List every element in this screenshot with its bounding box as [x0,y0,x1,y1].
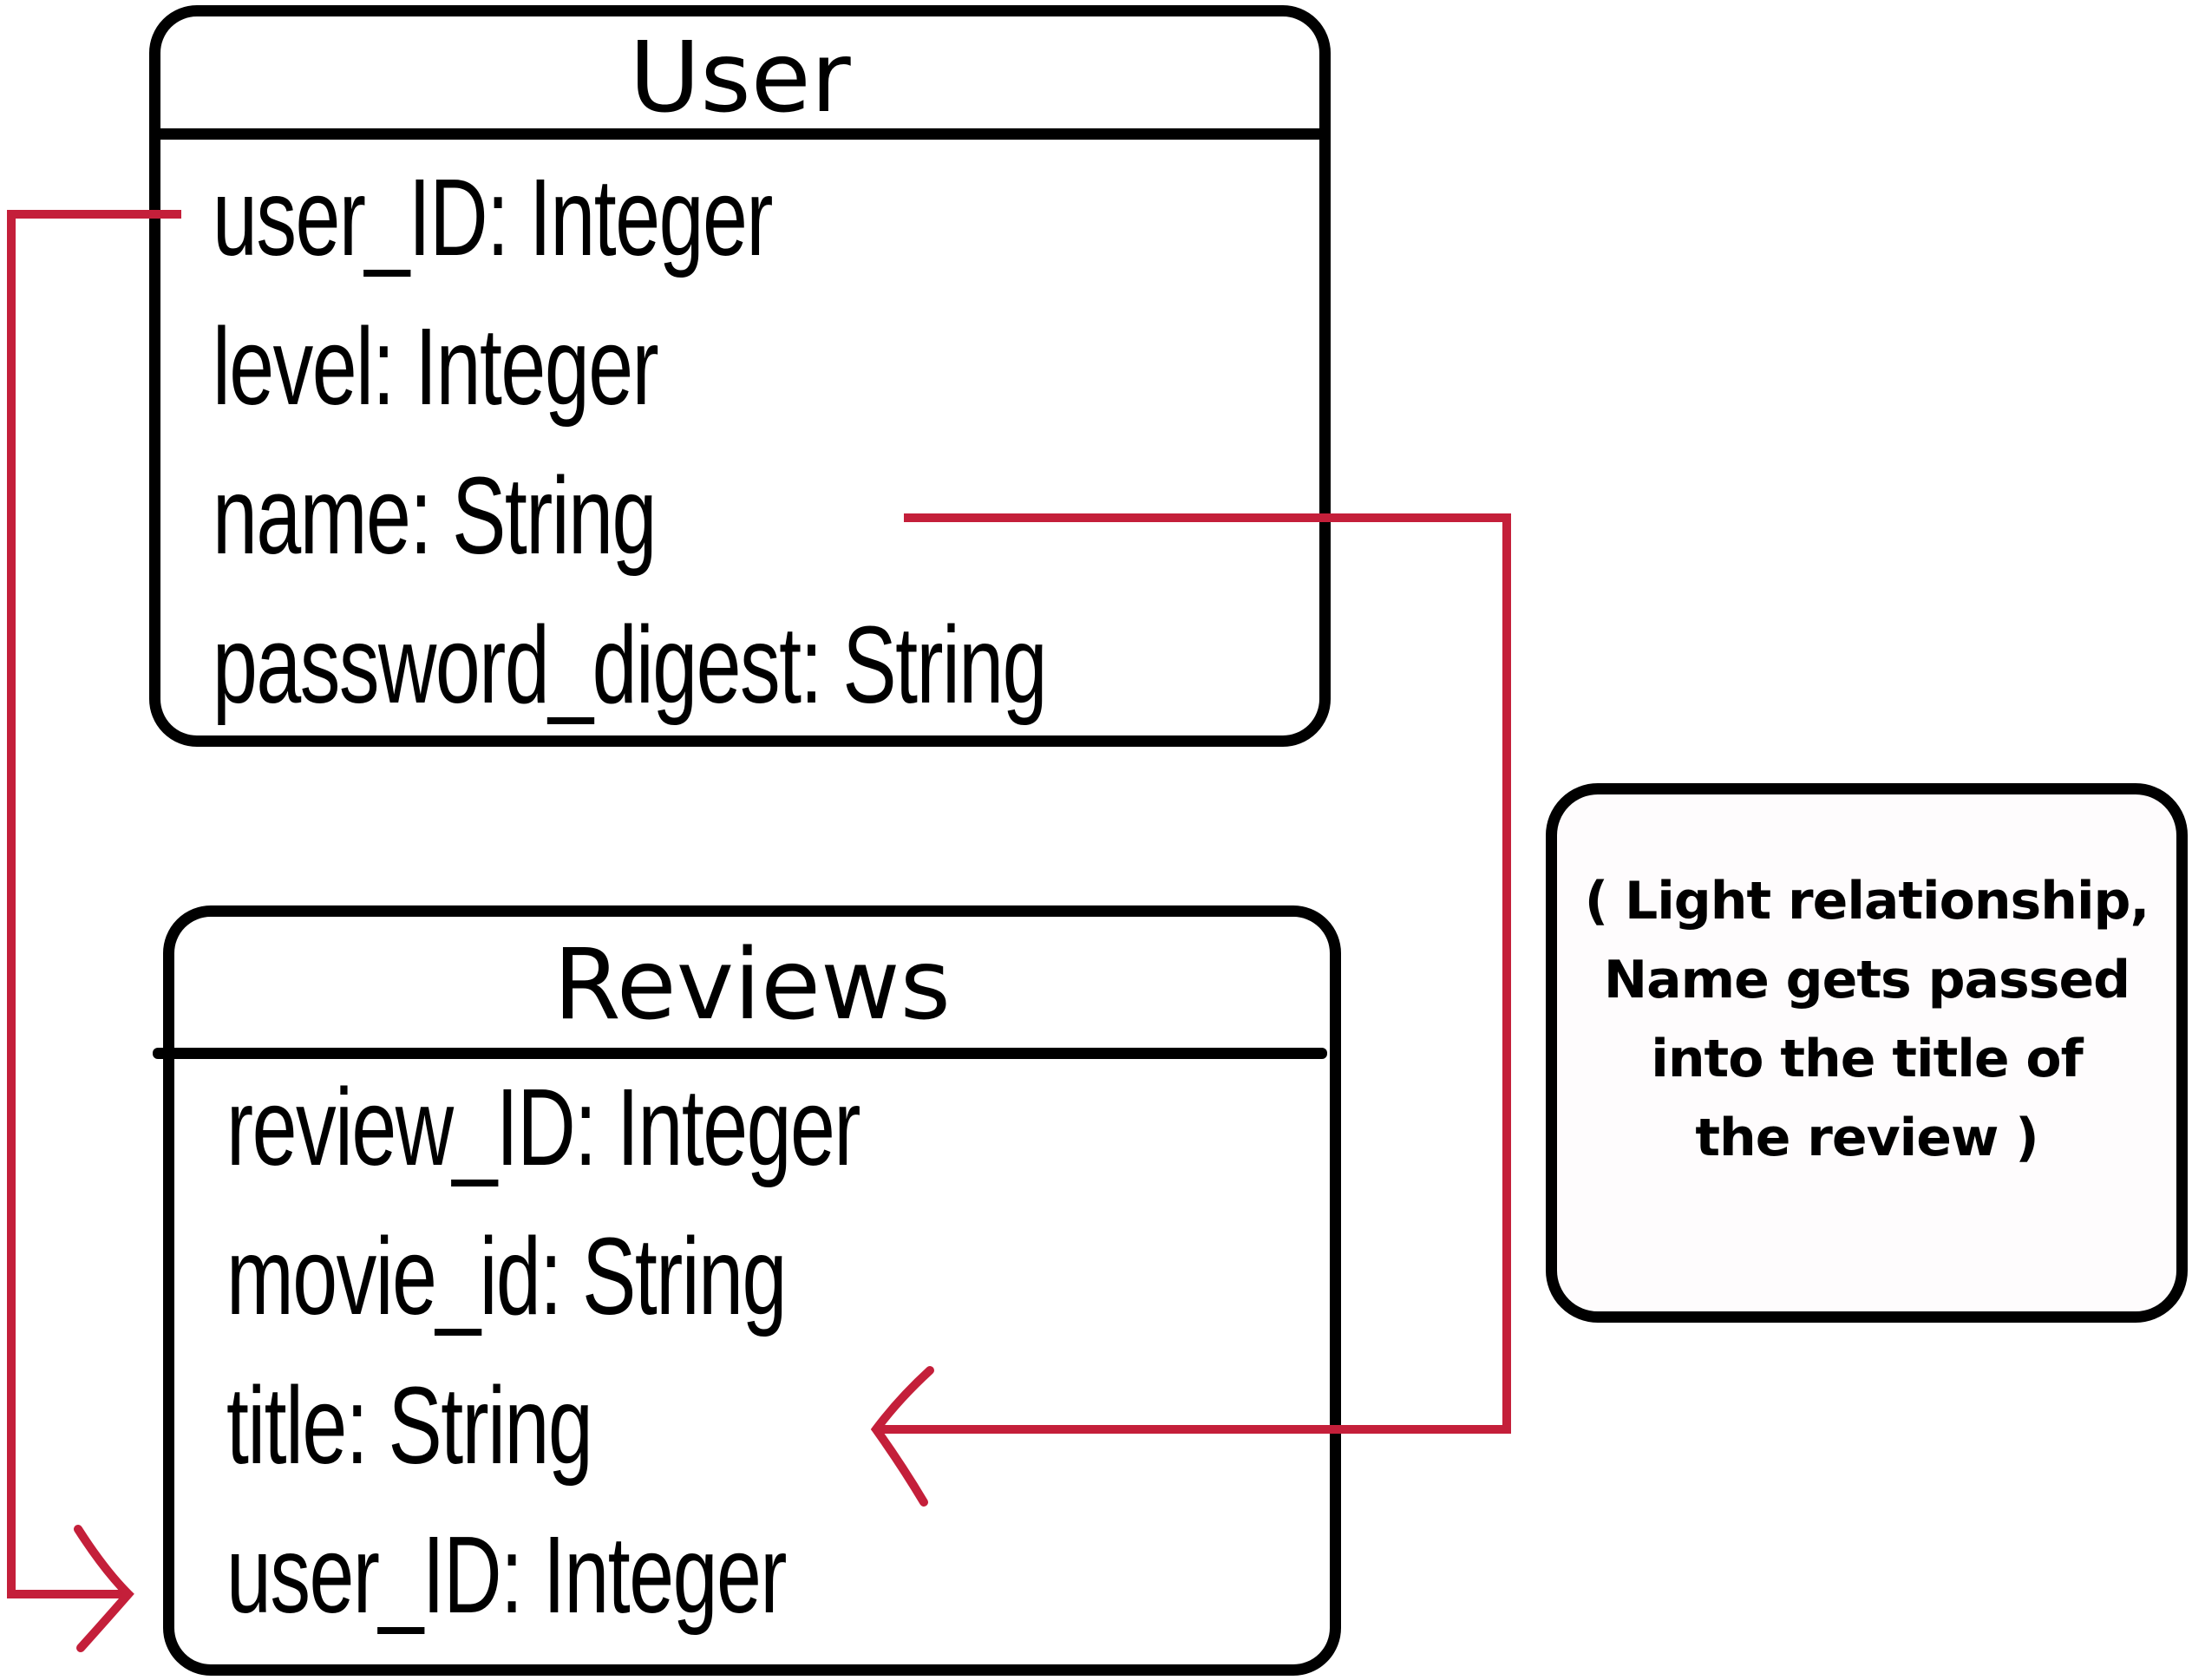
reviews-attribute-title: title: String [226,1364,593,1487]
reviews-attribute-user-id: user_ID: Integer [226,1513,787,1636]
note-line-2: Name gets passed [1603,950,2130,1010]
user-entity-divider [160,128,1319,140]
user-attribute-list: user_ID: Integer level: Integer name: St… [213,143,1339,740]
relationship-note: ( Light relationship, Name gets passed i… [1546,783,2188,1323]
user-attribute-password-digest: password_digest: String [213,604,1048,726]
reviews-entity-divider [153,1048,1327,1059]
user-attribute-level: level: Integer [213,305,659,428]
reviews-attribute-review-id: review_ID: Integer [226,1066,860,1188]
note-line-1: ( Light relationship, [1584,871,2150,932]
user-attribute-name: name: String [213,454,657,577]
note-line-4: the review ) [1695,1108,2038,1168]
reviews-attribute-movie-id: movie_id: String [226,1215,787,1337]
user-id-arrowhead-icon [74,1525,134,1652]
reviews-entity: Reviews review_ID: Integer movie_id: Str… [163,905,1341,1676]
relationship-note-text: ( Light relationship, Name gets passed i… [1557,862,2176,1178]
user-entity: User user_ID: Integer level: Integer nam… [149,5,1331,747]
note-line-3: into the title of [1651,1029,2083,1089]
reviews-entity-title: Reviews [553,929,951,1042]
user-attribute-user-id: user_ID: Integer [213,156,773,278]
reviews-attribute-list: review_ID: Integer movie_id: String titl… [226,1053,1082,1650]
user-entity-title: User [629,22,851,134]
